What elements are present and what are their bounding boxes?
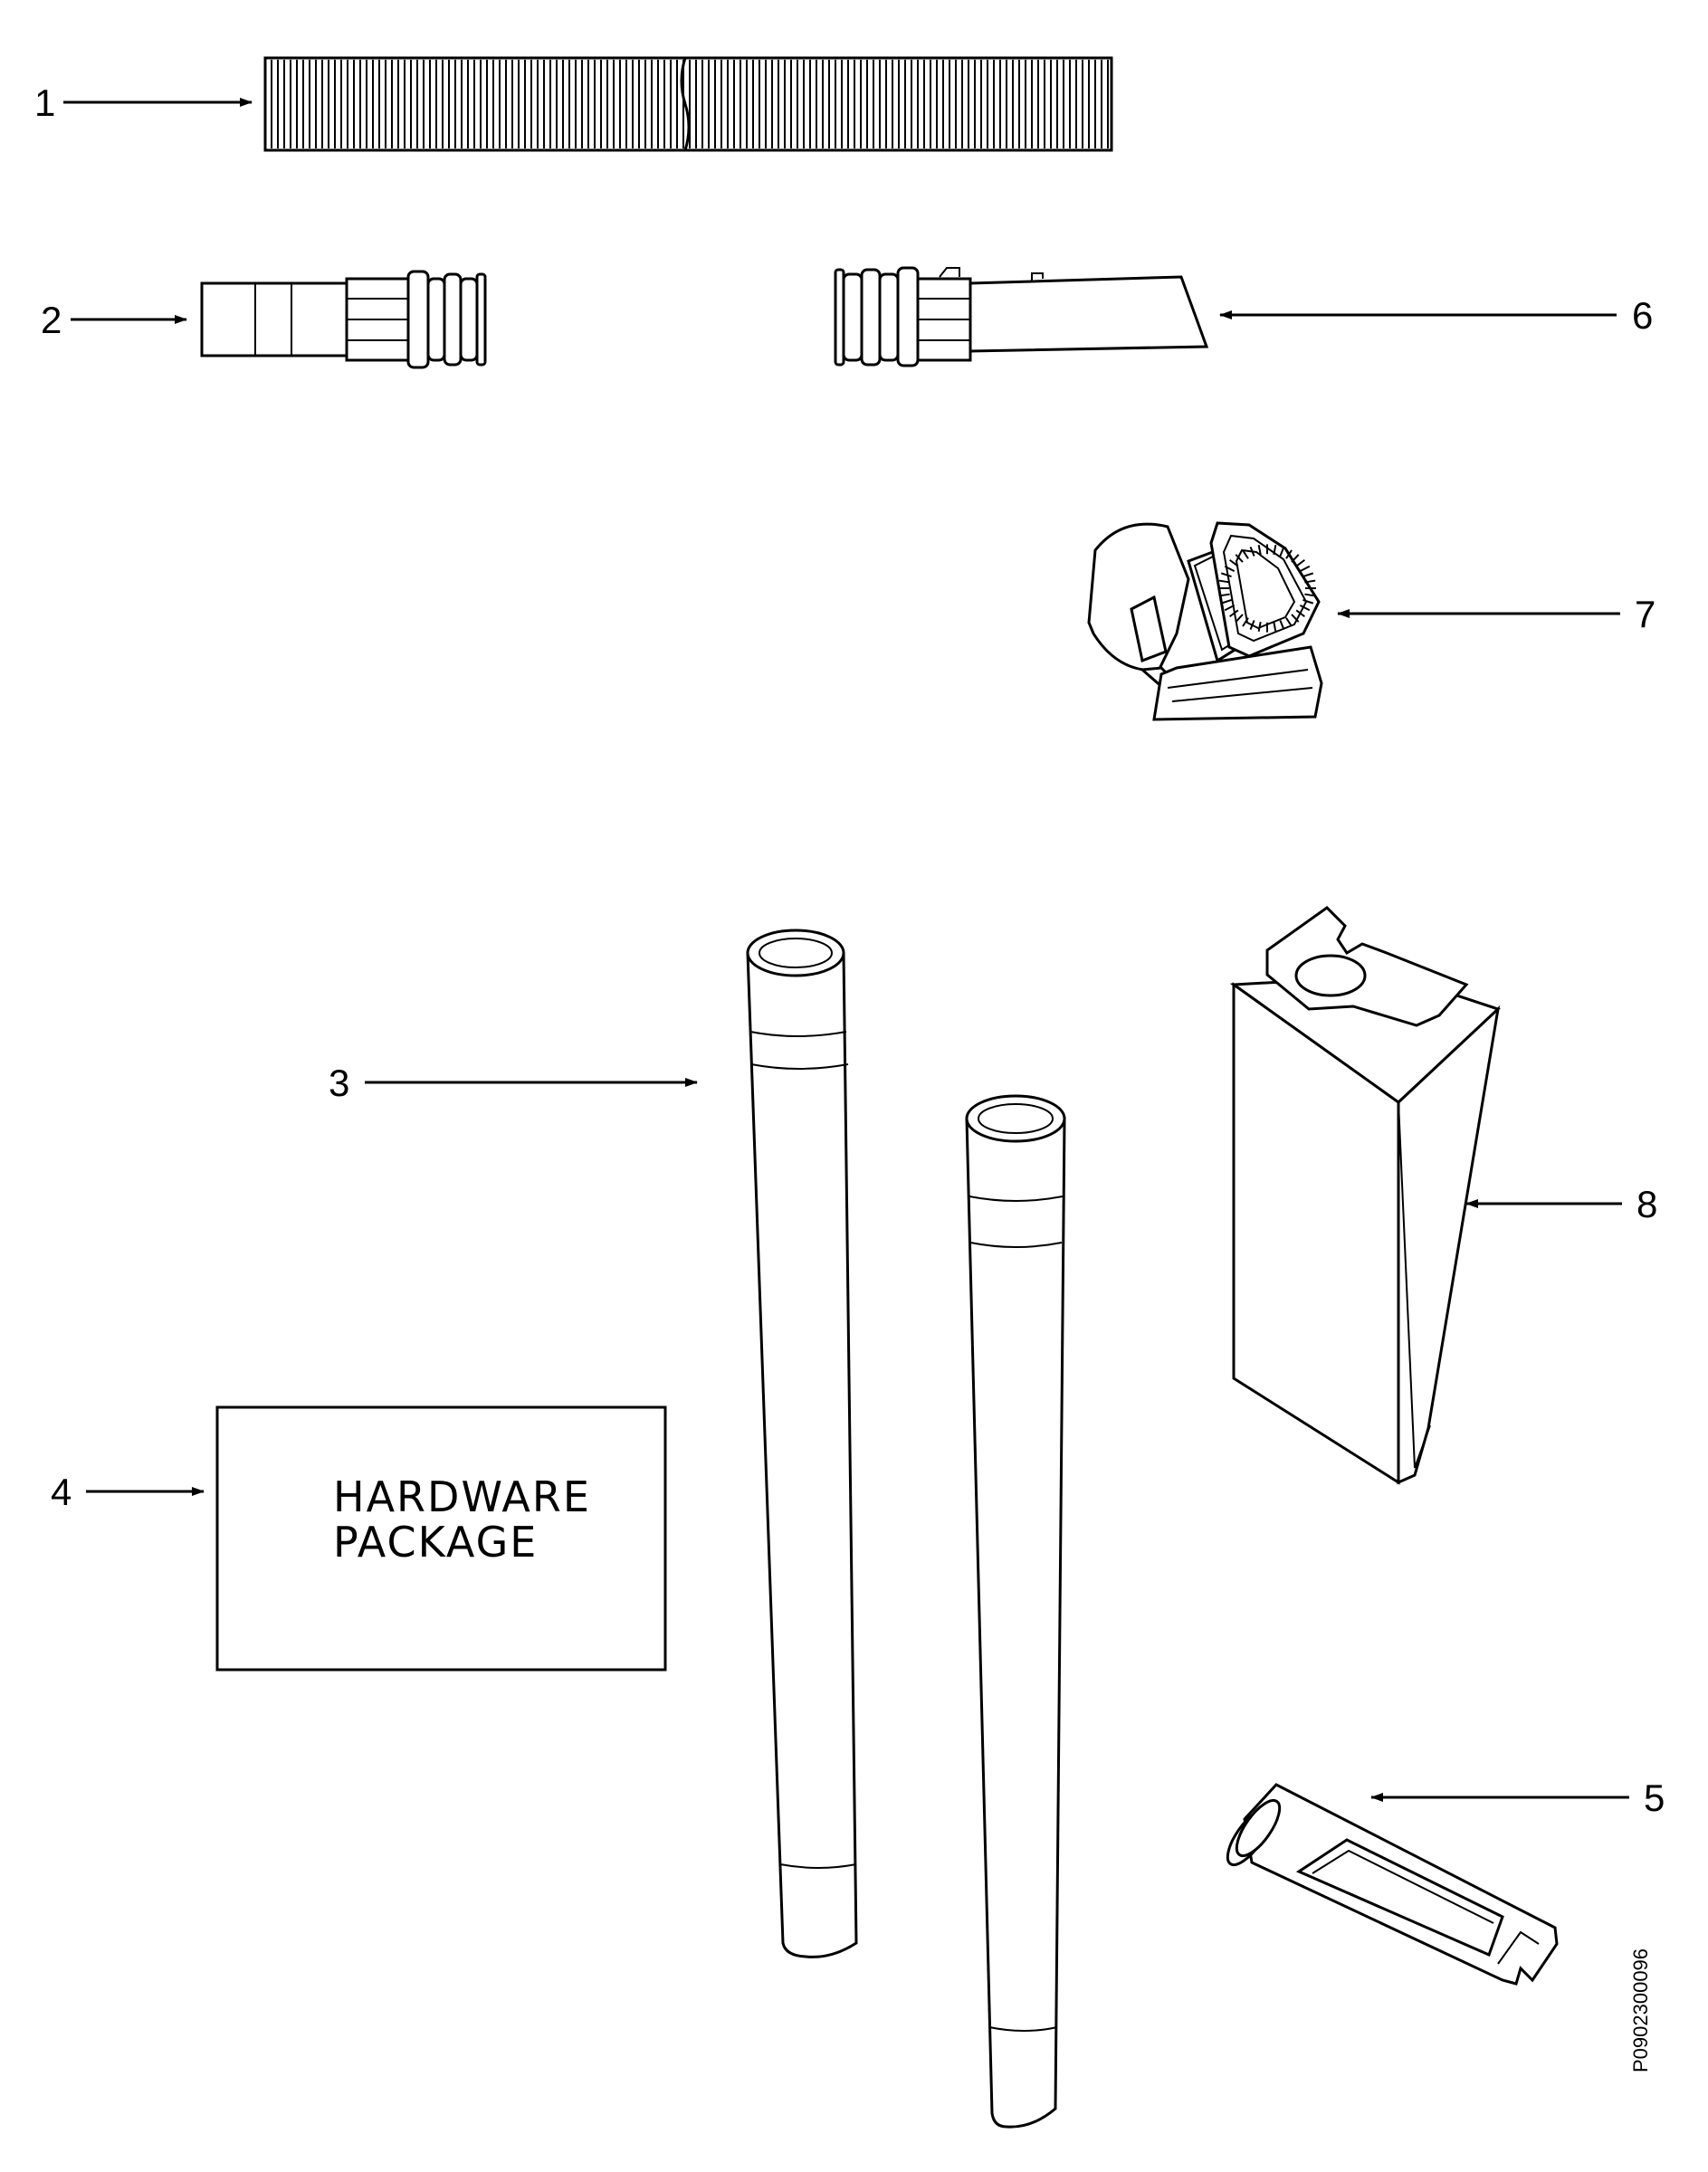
brush-bristle [1299, 605, 1311, 612]
brush-bristle [1279, 546, 1285, 557]
brush-bristle [1279, 620, 1285, 631]
brush-bristle [1302, 572, 1314, 578]
brush-bristle [1304, 579, 1316, 584]
part-5-crevice-tool [1226, 1783, 1559, 1986]
brush-bristle [1220, 572, 1232, 578]
brush-bristle [1273, 622, 1277, 633]
brush-bristles [1218, 544, 1316, 633]
part-2-connector [200, 270, 487, 369]
brush-bristle [1285, 549, 1293, 559]
brush-bristle [1235, 614, 1244, 623]
callout-2-label: 2 [41, 299, 62, 341]
brush-bristle [1218, 579, 1230, 584]
brush-bristle [1220, 598, 1232, 605]
callout-6-label: 6 [1632, 294, 1653, 337]
part-7-brush-tool [1087, 521, 1323, 721]
brush-bristle [1257, 544, 1262, 555]
part-1-hose [263, 56, 1113, 152]
part-6-connector [834, 266, 1209, 367]
hardware-package-line1: HARDWARE [333, 1472, 591, 1521]
brush-bristle [1302, 598, 1314, 605]
brush-bristle [1242, 549, 1249, 559]
part-3-wand-right [965, 1094, 1066, 2129]
brush-bristle [1229, 558, 1239, 567]
brush-bristle [1242, 617, 1249, 627]
brush-bristle [1224, 565, 1236, 572]
brush-bristle [1285, 617, 1293, 627]
brush-bristle [1299, 565, 1311, 572]
part-3-wand-left [746, 929, 858, 1958]
brush-bristle [1257, 622, 1262, 633]
brush-bristle [1229, 609, 1239, 618]
brush-bristle [1304, 593, 1316, 597]
brush-bristle [1273, 544, 1277, 555]
brush-bristle [1224, 605, 1236, 612]
hardware-package-line2: PACKAGE [333, 1518, 538, 1567]
brush-bristle [1235, 554, 1244, 563]
brush-bristle [1295, 558, 1305, 567]
part-4-hardware-package: HARDWARE PACKAGE [215, 1405, 667, 1672]
brush-bristle [1218, 593, 1230, 597]
document-id: P0902300096 [1629, 1948, 1652, 2072]
callout-8-label: 8 [1636, 1183, 1657, 1225]
brush-bristle [1291, 614, 1300, 623]
callout-3-label: 3 [329, 1062, 349, 1104]
callout-7-label: 7 [1635, 593, 1656, 635]
hose-ribs [271, 60, 1109, 148]
brush-bristle [1295, 609, 1305, 618]
brush-bristle [1249, 546, 1255, 557]
callout-5-label: 5 [1644, 1777, 1665, 1819]
callout-4-label: 4 [51, 1471, 72, 1513]
brush-bristle [1249, 620, 1255, 631]
part-8-filter-bag [1229, 906, 1501, 1485]
brush-bristle [1291, 554, 1300, 563]
callout-1-label: 1 [34, 81, 55, 124]
